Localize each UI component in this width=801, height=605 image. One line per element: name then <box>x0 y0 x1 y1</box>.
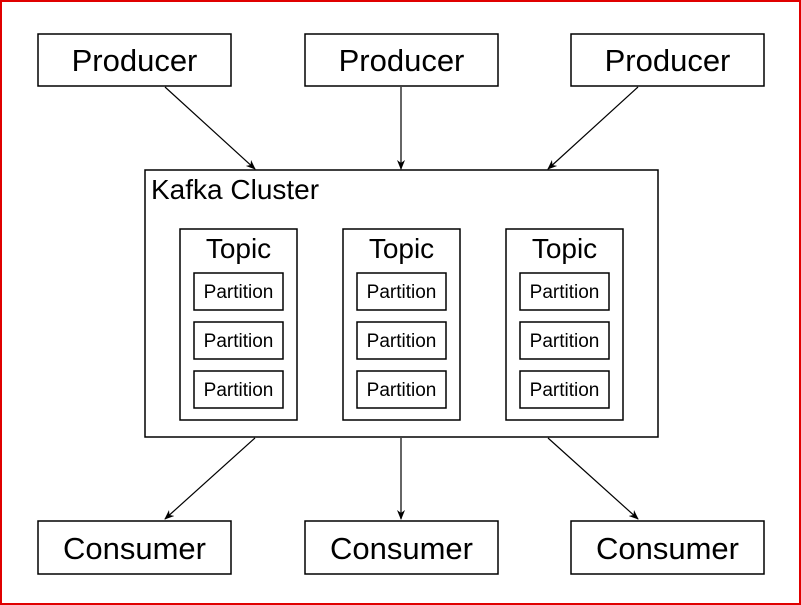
partition-label: Partition <box>530 380 600 401</box>
partition: Partition <box>356 321 447 360</box>
partition: Partition <box>519 321 610 360</box>
topic-2: Topic Partition Partition Partition <box>342 228 461 421</box>
topic-label: Topic <box>532 233 597 264</box>
partition: Partition <box>356 272 447 311</box>
partition-label: Partition <box>530 282 600 303</box>
partition-label: Partition <box>530 331 600 352</box>
producer-node-3: Producer <box>570 33 765 87</box>
partition-label: Partition <box>367 380 437 401</box>
topic-label: Topic <box>369 233 434 264</box>
partition-label: Partition <box>367 282 437 303</box>
partition: Partition <box>193 272 284 311</box>
partition-label: Partition <box>367 331 437 352</box>
producer-to-cluster-arrow-3 <box>547 86 639 170</box>
partition: Partition <box>193 370 284 409</box>
producer-label: Producer <box>605 43 731 78</box>
partition: Partition <box>519 272 610 311</box>
consumer-node-3: Consumer <box>570 520 765 575</box>
cluster-to-consumer-arrow-3 <box>547 437 639 520</box>
cluster-title: Kafka Cluster <box>151 174 319 205</box>
consumer-node-2: Consumer <box>304 520 499 575</box>
consumer-node-1: Consumer <box>37 520 232 575</box>
producer-label: Producer <box>339 43 465 78</box>
producer-node-1: Producer <box>37 33 232 87</box>
consumer-label: Consumer <box>596 531 739 566</box>
partition: Partition <box>193 321 284 360</box>
consumer-label: Consumer <box>330 531 473 566</box>
producer-node-2: Producer <box>304 33 499 87</box>
kafka-cluster: Kafka Cluster Topic Partition Partition … <box>144 169 659 438</box>
topic-3: Topic Partition Partition Partition <box>505 228 624 421</box>
producer-to-cluster-arrow-1 <box>164 86 256 170</box>
partition-label: Partition <box>204 331 274 352</box>
consumer-label: Consumer <box>63 531 206 566</box>
topic-label: Topic <box>206 233 271 264</box>
partition: Partition <box>356 370 447 409</box>
cluster-to-consumer-arrow-1 <box>164 437 256 520</box>
topic-1: Topic Partition Partition Partition <box>179 228 298 421</box>
producer-label: Producer <box>72 43 198 78</box>
partition: Partition <box>519 370 610 409</box>
partition-label: Partition <box>204 282 274 303</box>
partition-label: Partition <box>204 380 274 401</box>
